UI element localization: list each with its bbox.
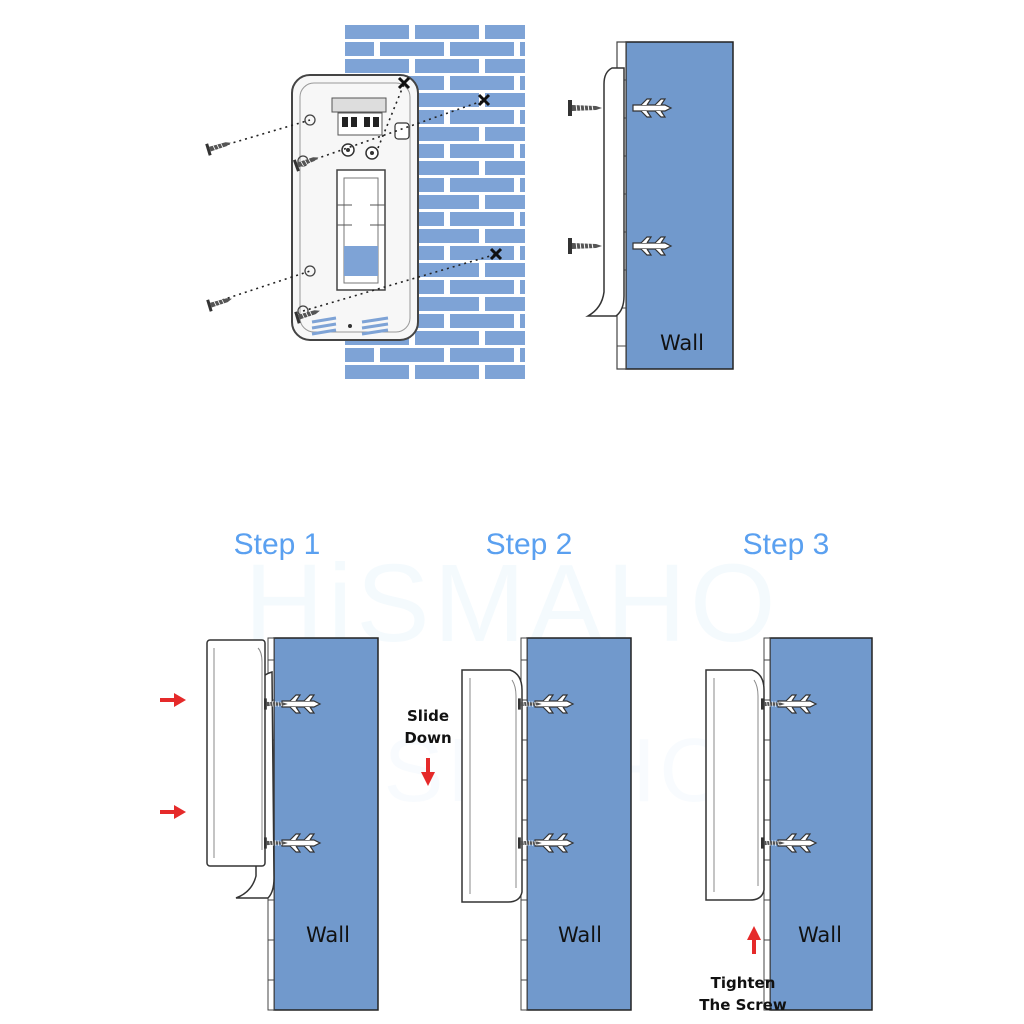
step-1-diagram: Wall (160, 637, 379, 1011)
arrow-right-icon (160, 693, 186, 707)
doorbell-body (705, 669, 765, 901)
doorbell-body (206, 639, 266, 867)
instruction-line-2: The Screw (699, 996, 787, 1014)
side-bracket (585, 67, 625, 317)
step-1-title: Step 1 (233, 528, 321, 561)
step-2-diagram: Slide Down Wall (404, 637, 632, 1011)
screw-icon (205, 292, 235, 313)
instruction-line-1: Tighten (711, 974, 776, 992)
wall-section (625, 41, 734, 370)
wall-section (769, 637, 873, 1011)
arrow-down-icon (421, 758, 435, 786)
screw-icon (567, 99, 603, 117)
step-3-diagram: Tighten The Screw Wall (699, 637, 873, 1014)
wall-label: Wall (306, 923, 350, 947)
step-3-title: Step 3 (742, 528, 830, 561)
top-side-view: Wall (567, 41, 734, 370)
wall-label: Wall (798, 923, 842, 947)
x-mark-icon (477, 93, 491, 107)
wall-section (526, 637, 632, 1011)
wall-label: Wall (558, 923, 602, 947)
instruction-line-1: Slide (407, 707, 449, 725)
top-front-view (204, 25, 525, 380)
doorbell-body (461, 669, 523, 903)
screw-icon (567, 237, 603, 255)
x-mark-icon (397, 76, 411, 90)
x-mark-icon (489, 247, 503, 261)
step-2-title: Step 2 (485, 528, 573, 561)
arrow-right-icon (160, 805, 186, 819)
wall-label: Wall (660, 331, 704, 355)
instruction-line-2: Down (404, 729, 451, 747)
arrow-up-icon (747, 926, 761, 954)
wall-section (273, 637, 379, 1011)
screw-icon (204, 136, 234, 157)
